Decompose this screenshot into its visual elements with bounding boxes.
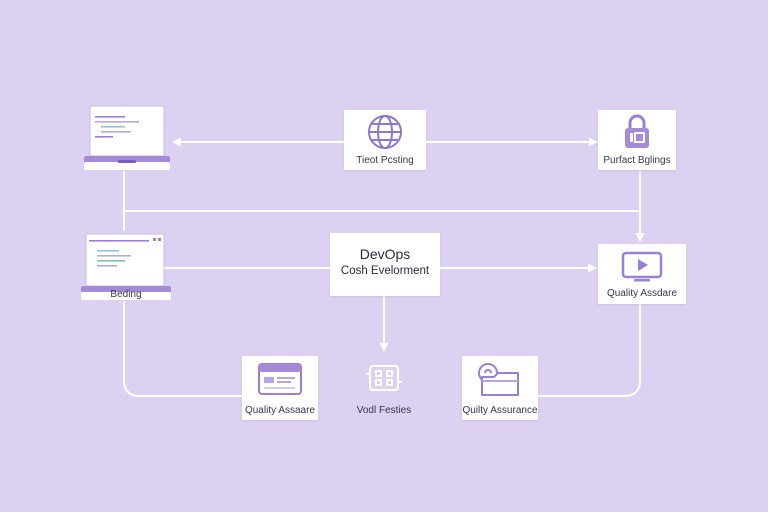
node-bottom-right[interactable]: Quilty Assurance [462, 356, 538, 420]
center-title: DevOps [359, 246, 411, 262]
node-bottom-left-label: Quality Assaare [244, 405, 316, 416]
browser-window-icon [258, 363, 302, 395]
node-bottom-right-label: Quilty Assurance [462, 405, 538, 416]
node-mid-right-label: Quality Assdare [606, 288, 678, 299]
laptop-code-icon [81, 233, 171, 300]
globe-icon [368, 115, 402, 149]
center-subtitle: Cosh Evelorment [340, 265, 430, 277]
folder-icon [478, 363, 519, 396]
node-top-right[interactable]: Purfact Bglings [598, 110, 676, 170]
lock-icon [625, 114, 649, 148]
node-mid-right[interactable]: Quality Assdare [598, 244, 686, 304]
node-top-center[interactable]: Tieot Pcsting [344, 110, 426, 170]
node-mid-left[interactable]: Beding [79, 232, 173, 302]
node-center-devops[interactable]: DevOps Cosh Evelorment [330, 233, 440, 296]
laptop-code-icon [84, 105, 170, 170]
node-top-right-label: Purfact Bglings [603, 155, 671, 166]
node-mid-left-label: Beding [110, 289, 142, 300]
node-bottom-center-label: Vodl Festies [356, 405, 412, 416]
test-grid-icon [366, 365, 402, 391]
video-play-icon [621, 251, 663, 282]
node-bottom-left[interactable]: Quality Assaare [242, 356, 318, 420]
top-left-laptop-node[interactable] [82, 104, 172, 172]
node-top-center-label: Tieot Pcsting [356, 155, 414, 166]
node-bottom-center[interactable]: Vodl Festies [348, 356, 420, 420]
